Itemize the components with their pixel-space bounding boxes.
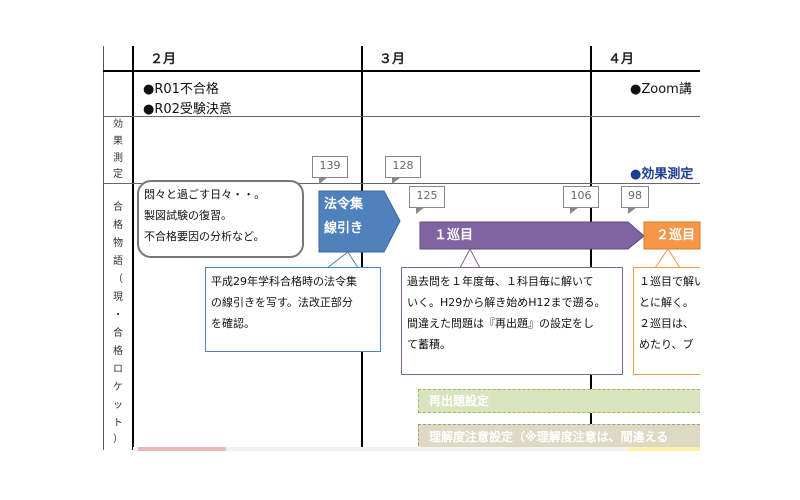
note-zoom-lecture: ●Zoom講 xyxy=(630,82,692,97)
side-label-story-11: ケ xyxy=(113,382,123,393)
note-effect-measurement: ●効果測定 xyxy=(630,167,694,182)
round2-note-line-1: １巡目で解い xyxy=(639,275,700,288)
february-activity-box: 悶々と過ごす日々・・。 製図試験の復習。 不合格要因の分析など。 xyxy=(137,180,304,258)
law-book-arrow xyxy=(318,190,401,253)
count-callout-98: 98 xyxy=(621,186,649,214)
round1-note-pointer xyxy=(459,247,481,269)
count-callout-125: 125 xyxy=(409,186,445,214)
grid-col-divider-feb xyxy=(132,46,134,450)
month-header-apr: ４月 xyxy=(608,52,635,67)
round2-note-pointer xyxy=(654,248,681,269)
side-label-effect-4: 定 xyxy=(113,169,123,180)
round2-note-box: １巡目で解い とに解く。 ２巡目は、 めたり、ブ xyxy=(633,267,700,375)
law-note-line-3: を確認。 xyxy=(211,317,255,330)
round2-note-line-3: ２巡目は、 xyxy=(639,317,694,330)
law-book-arrow-line-1: 法令集 xyxy=(324,197,364,212)
understanding-setting-label: 理解度注意設定（※理解度注意は、間違える xyxy=(429,430,669,444)
bottom-cutoff-strip xyxy=(133,447,700,451)
round2-arrow xyxy=(643,221,701,250)
round1-note-line-2: いく。H29から解き始めH12まで遡る。 xyxy=(407,296,606,309)
round1-arrow-label: １巡目 xyxy=(434,228,474,243)
grid-header-line xyxy=(103,70,700,72)
round2-arrow-label: ２巡目 xyxy=(656,228,696,243)
round1-note-box: 過去問を１年度毎、１科目毎に解いて いく。H29から解き始めH12まで遡る。 間… xyxy=(401,267,623,375)
grid-measure-line xyxy=(103,183,700,184)
month-header-mar: ３月 xyxy=(379,52,406,67)
resubmit-setting-bar: 再出題設定 xyxy=(418,389,700,413)
law-note-line-1: 平成29年学科合格時の法令集 xyxy=(211,275,357,288)
side-label-story-5: （ xyxy=(113,274,123,285)
law-book-arrow-line-2: 線引き xyxy=(324,221,364,236)
february-activity-line-1: 悶々と過ごす日々・・。 xyxy=(144,188,266,201)
side-label-story-12: ッ xyxy=(113,400,123,411)
side-label-effect-2: 果 xyxy=(113,136,123,147)
side-label-story-7: ・ xyxy=(113,310,123,321)
law-note-box: 平成29年学科合格時の法令集 の線引きを写す。法改正部分 を確認。 xyxy=(205,267,381,352)
side-label-story-9: 格 xyxy=(113,346,123,357)
february-activity-line-2: 製図試験の復習。 xyxy=(144,209,232,222)
side-label-story-13: ト xyxy=(113,418,123,429)
understanding-setting-bar: 理解度注意設定（※理解度注意は、間違える xyxy=(418,424,700,450)
note-r01-fail: ●R01不合格 xyxy=(143,82,219,97)
round2-note-line-4: めたり、ブ xyxy=(639,338,694,351)
round1-note-line-1: 過去問を１年度毎、１科目毎に解いて xyxy=(407,275,594,288)
bottom-cutoff-yellow xyxy=(628,447,700,451)
grid-notes-line xyxy=(103,116,700,117)
note-r02-decision: ●R02受験決意 xyxy=(143,102,232,117)
bottom-cutoff-red xyxy=(138,447,226,451)
resubmit-setting-label: 再出題設定 xyxy=(429,394,490,408)
count-callout-139: 139 xyxy=(312,156,348,184)
round1-arrow xyxy=(419,221,645,250)
side-label-story-3: 物 xyxy=(113,238,123,249)
february-activity-line-3: 不合格要因の分析など。 xyxy=(144,230,265,243)
side-label-story-6: 現 xyxy=(113,292,123,303)
side-label-story-2: 格 xyxy=(113,220,123,231)
grid-left-border xyxy=(103,46,104,450)
law-note-line-2: の線引きを写す。法改正部分 xyxy=(211,296,353,309)
count-callout-106: 106 xyxy=(563,186,599,214)
count-callout-128: 128 xyxy=(385,156,421,184)
round2-note-line-2: とに解く。 xyxy=(639,296,694,309)
law-book-arrow-label: 法令集 線引き xyxy=(319,193,385,249)
side-label-story-14: ） xyxy=(113,434,123,445)
side-label-story-8: 合 xyxy=(113,328,123,339)
side-label-story-10: ロ xyxy=(113,364,123,375)
side-label-story-4: 語 xyxy=(113,256,123,267)
round1-note-line-4: て蓄積。 xyxy=(407,338,451,351)
law-note-pointer xyxy=(326,251,359,269)
round1-note-line-3: 間違えた問題は『再出題』の設定をし xyxy=(407,317,594,330)
side-label-story-1: 合 xyxy=(113,202,123,213)
month-header-feb: ２月 xyxy=(150,52,177,67)
side-label-effect-3: 測 xyxy=(113,153,123,164)
side-label-effect-1: 効 xyxy=(113,119,123,130)
